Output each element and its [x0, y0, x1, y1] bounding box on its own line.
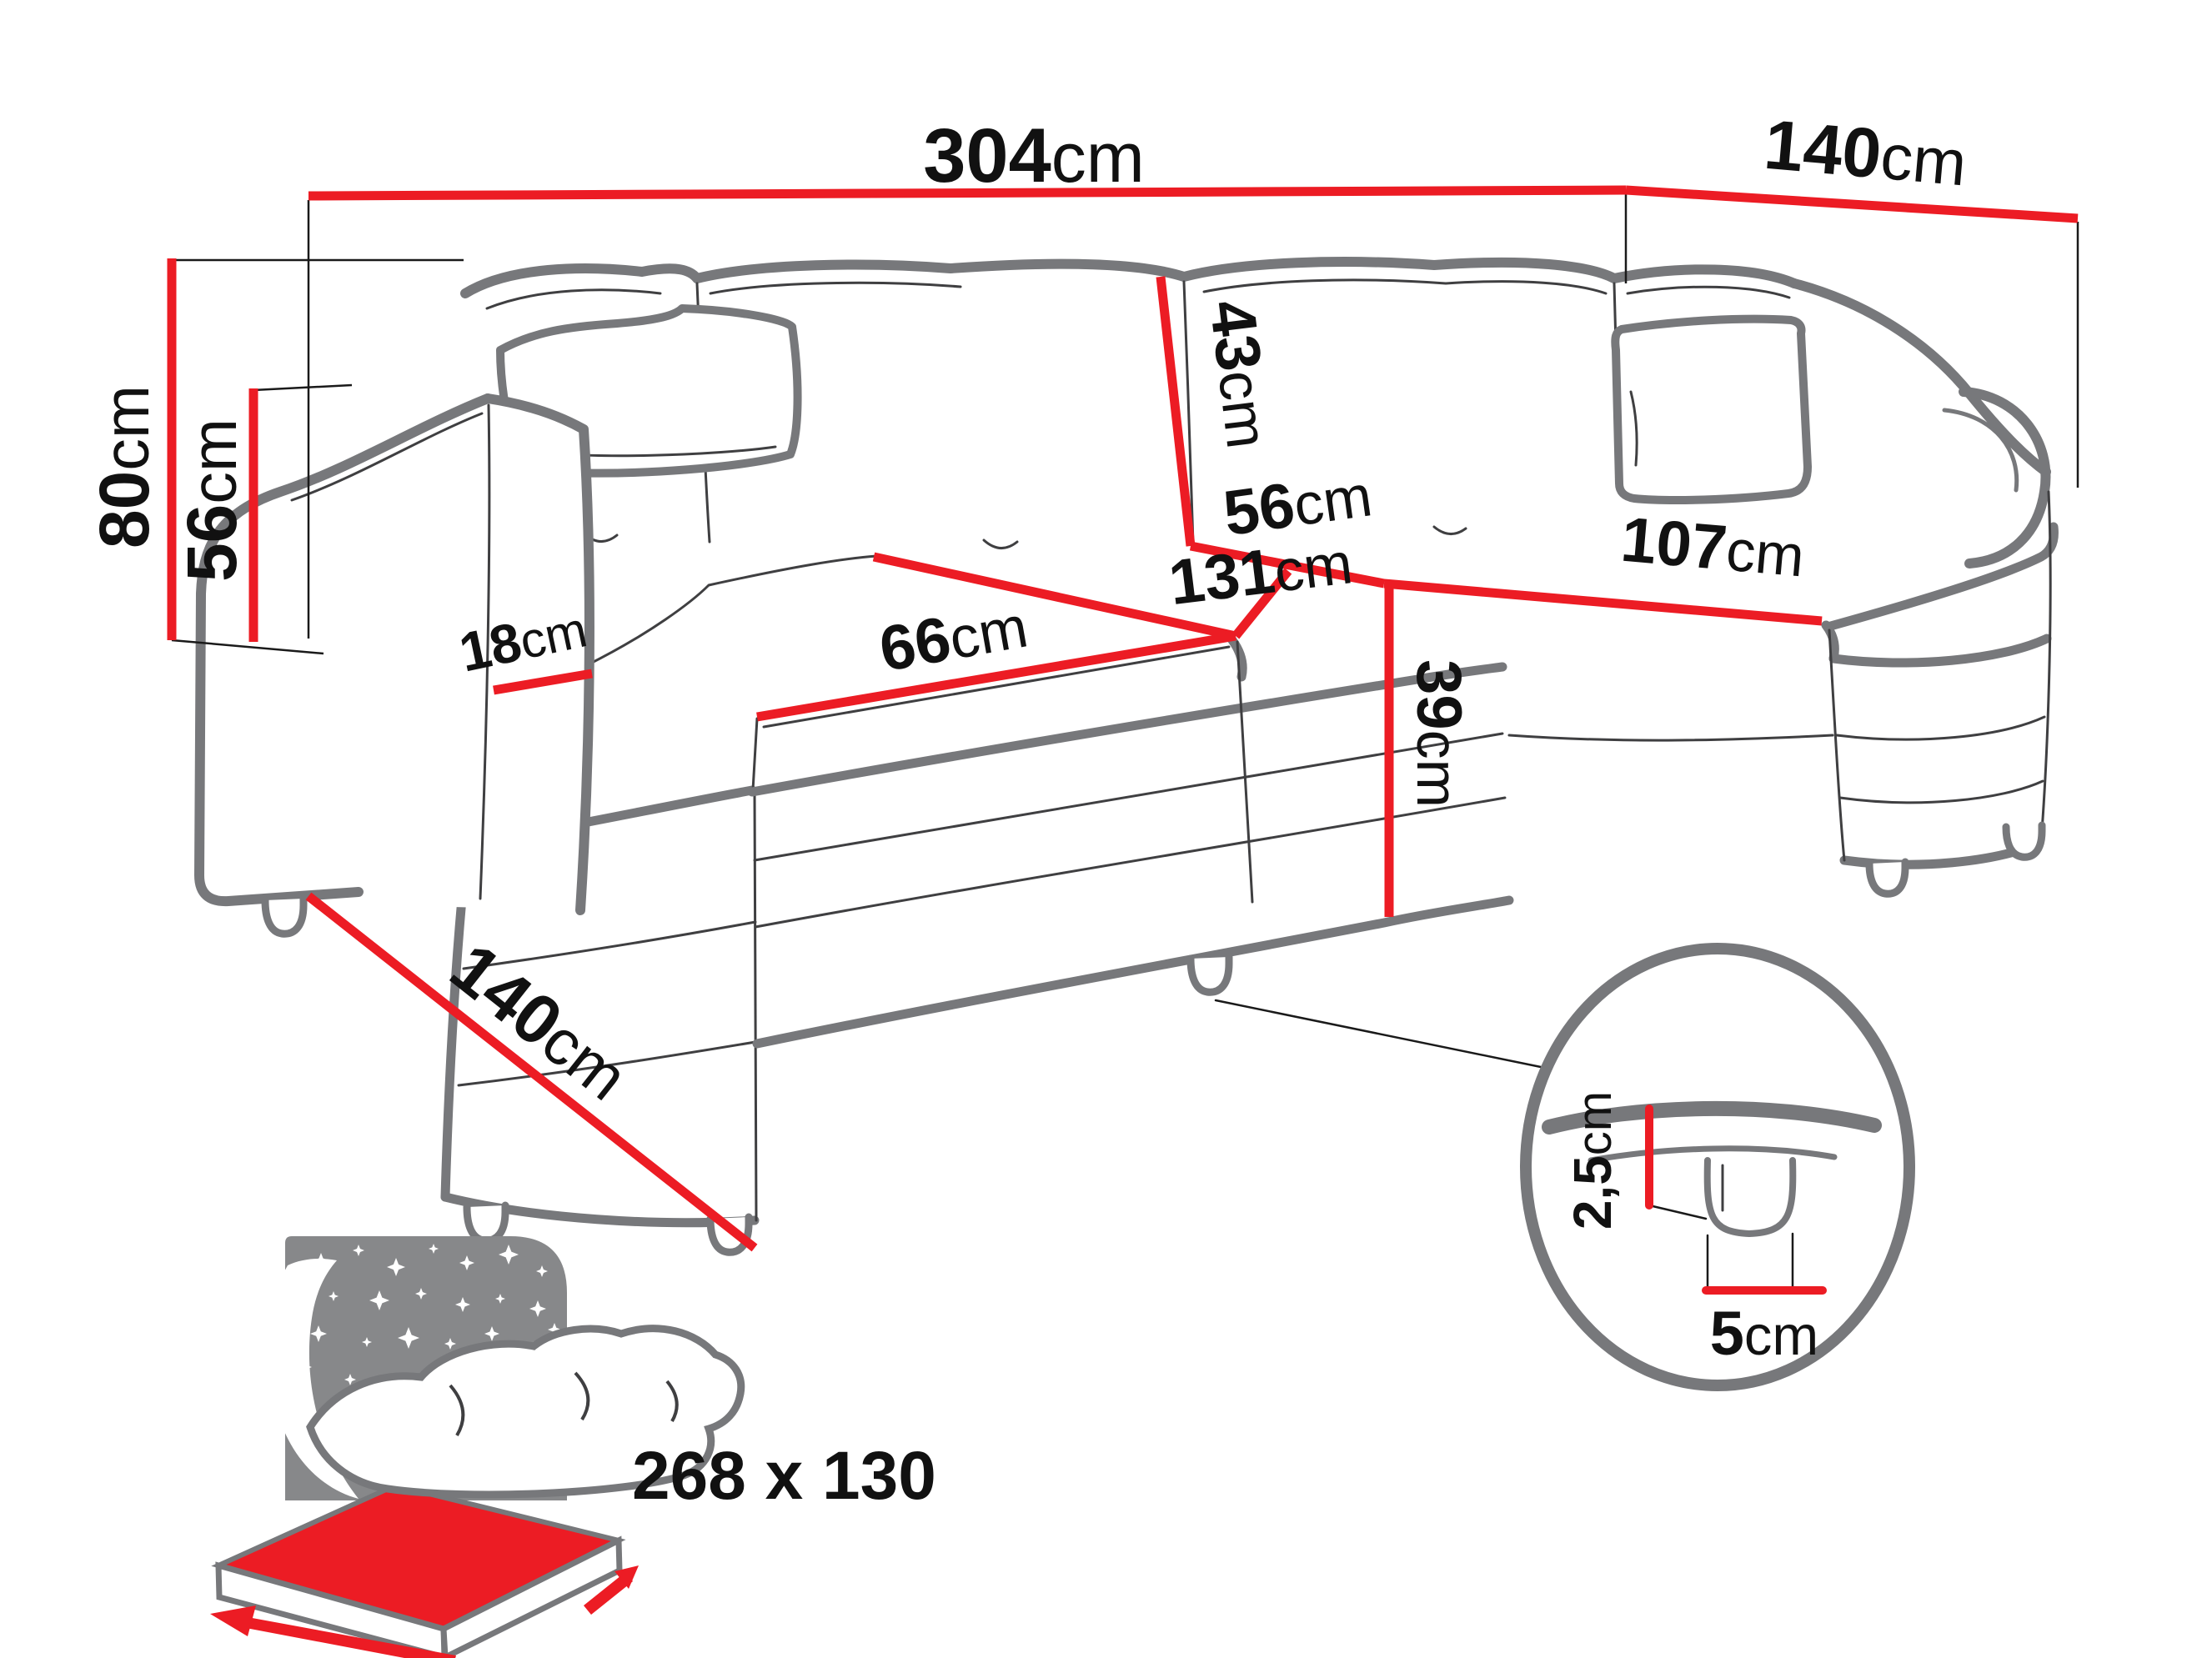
dim-line-armrest-width: [493, 669, 593, 695]
label-seat-height: 39cm: [1403, 659, 1474, 808]
label-armrest-height: 56cm: [173, 418, 251, 582]
sofa-line-art: [194, 257, 2059, 1256]
label-depth-right: 140cm: [1761, 105, 1969, 201]
label-back-cushion-height: 43cm: [1196, 296, 1284, 452]
dimension-lines: [167, 185, 2079, 1252]
label-seat-depth-middle: 56cm: [1219, 458, 1376, 549]
label-chaise-seat-depth: 66cm: [875, 590, 1033, 686]
dim-line-middle-width: [872, 552, 1237, 641]
size-arrows-icon: [210, 1565, 639, 1658]
leg-detail-inset: 2,5cm 5cm: [1214, 943, 1915, 1391]
dim-line-back-cushion: [1156, 276, 1196, 547]
sleeping-function-icon: 268 x 130: [210, 1236, 936, 1658]
dim-line-corner-connector: [1231, 568, 1292, 639]
label-leg-height: 2,5cm: [1562, 1091, 1623, 1230]
dim-line-chaise-depth: [756, 631, 1236, 722]
duvet-icon: [306, 1325, 745, 1499]
sofa-legs: [261, 821, 2046, 1256]
dim-line-depth-right: [1625, 185, 2079, 223]
moon-icon: [267, 1259, 359, 1499]
label-total-width: 304cm: [923, 113, 1144, 198]
label-height-total: 80cm: [85, 385, 163, 548]
callout-line: [1214, 999, 1542, 1069]
label-sleeping-area: 268 x 130: [632, 1438, 936, 1514]
extension-lines: [171, 193, 2079, 655]
dim-line-total-width: [308, 185, 1627, 201]
dim-line-seat-depth: [1189, 541, 1386, 589]
label-leg-width: 5cm: [1710, 1299, 1818, 1368]
label-armrest-width: 18cm: [454, 596, 591, 683]
dim-line-right-chaise: [1383, 579, 1823, 626]
label-right-chaise-length: 107cm: [1618, 504, 1808, 591]
magnifier-circle-icon: [1520, 943, 1915, 1391]
label-middle-seat-width: 131cm: [1165, 526, 1356, 619]
dim-line-depth-left: [305, 892, 758, 1252]
